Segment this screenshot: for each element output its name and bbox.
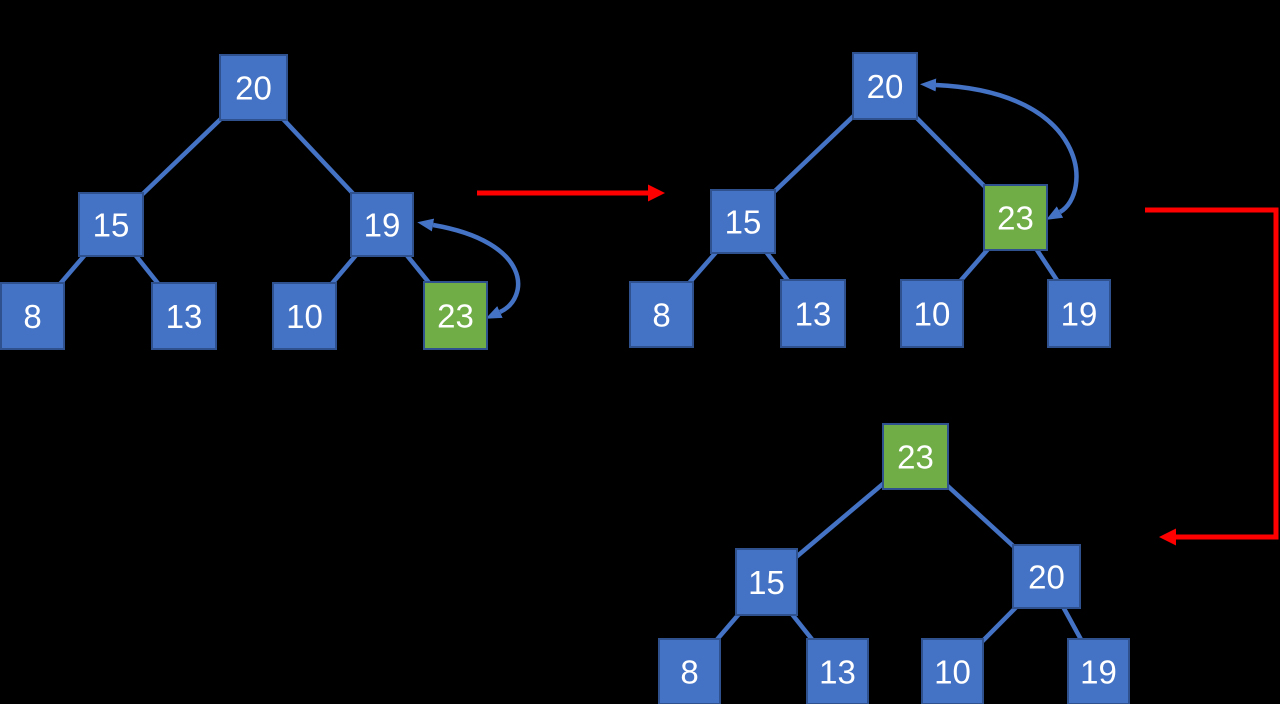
node-label: 10 xyxy=(934,654,971,691)
node-label: 15 xyxy=(725,204,762,241)
node-20 xyxy=(852,52,918,120)
node-label: 8 xyxy=(652,297,670,334)
node-label: 13 xyxy=(819,654,856,691)
node-label: 8 xyxy=(23,298,41,335)
node-23-highlighted xyxy=(423,281,488,350)
node-label: 23 xyxy=(897,439,934,476)
node-label: 13 xyxy=(166,298,203,335)
node-label: 10 xyxy=(286,298,323,335)
node-label: 10 xyxy=(914,296,951,333)
node-label: 23 xyxy=(997,200,1034,237)
node-20 xyxy=(219,54,288,121)
node-8 xyxy=(629,281,694,348)
node-label: 20 xyxy=(867,68,904,105)
node-19 xyxy=(1047,279,1111,348)
node-8 xyxy=(658,638,721,704)
node-label: 13 xyxy=(795,296,832,333)
node-label: 19 xyxy=(364,207,401,244)
node-19 xyxy=(1067,638,1130,704)
node-23-highlighted xyxy=(983,184,1048,251)
node-label: 19 xyxy=(1061,296,1098,333)
node-label: 8 xyxy=(680,654,698,691)
node-label: 19 xyxy=(1080,654,1117,691)
node-10 xyxy=(921,638,984,704)
node-10 xyxy=(900,279,964,348)
swap-arrow-23-20 xyxy=(920,78,1079,220)
trees-layer: 20 15 19 8 13 10 23 20 15 23 8 13 10 19 23 15 20 8 13 10 19 xyxy=(0,52,1130,704)
node-13 xyxy=(806,638,869,704)
heap-step-1: 20 15 19 8 13 10 23 xyxy=(0,54,521,350)
swap-arrow-23-19 xyxy=(417,218,521,319)
node-10 xyxy=(272,282,337,350)
node-label: 15 xyxy=(748,564,785,601)
node-label: 23 xyxy=(437,298,474,335)
heap-step-2: 20 15 23 8 13 10 19 xyxy=(629,52,1111,348)
node-23-highlighted xyxy=(882,423,949,490)
node-19 xyxy=(350,192,414,257)
node-13 xyxy=(151,282,217,350)
node-20 xyxy=(1012,544,1081,609)
node-label: 20 xyxy=(235,70,272,107)
node-15 xyxy=(78,192,144,257)
node-label: 20 xyxy=(1028,559,1065,596)
node-label: 15 xyxy=(93,207,130,244)
step-arrows-layer xyxy=(477,184,1279,546)
heap-step-3: 23 15 20 8 13 10 19 xyxy=(658,423,1130,704)
node-15 xyxy=(735,548,798,616)
step-arrow-2 xyxy=(1145,207,1279,546)
node-8 xyxy=(0,282,65,350)
node-13 xyxy=(780,279,846,348)
node-15 xyxy=(710,189,776,254)
